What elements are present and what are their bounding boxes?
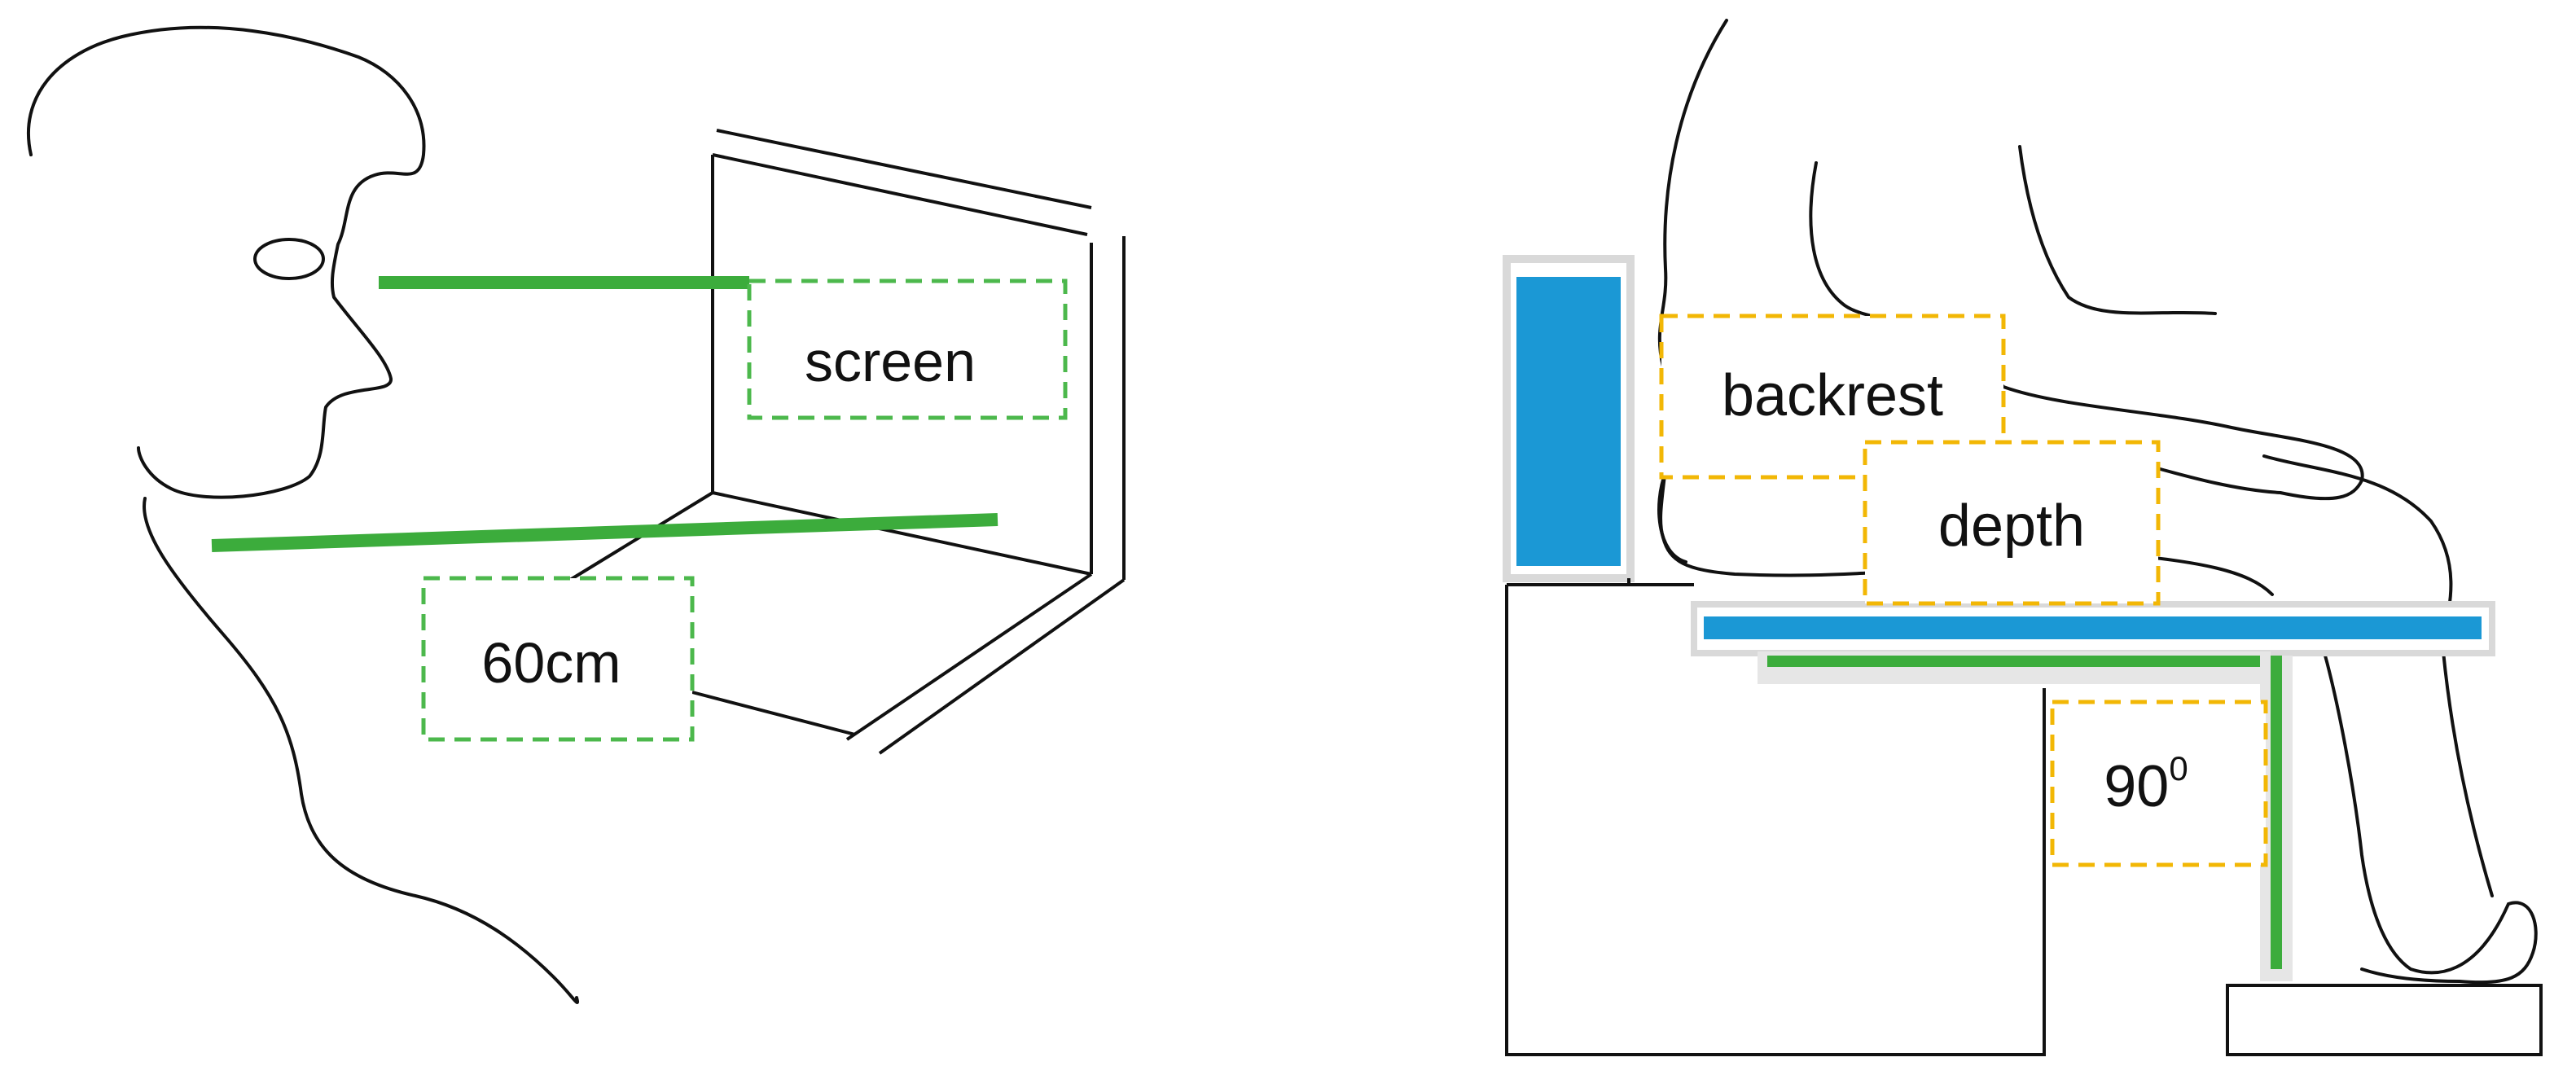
- monitor-top-edge: [712, 129, 1092, 236]
- angle-label: 900: [2104, 749, 2188, 819]
- neck-outline: [143, 497, 579, 1004]
- screen-label-box: [747, 279, 1068, 420]
- back-outline: [1657, 19, 1876, 577]
- arm-outline: [1809, 161, 2364, 501]
- inner-back-curve: [1657, 471, 1687, 564]
- angle-superscript: 0: [2169, 749, 2188, 787]
- distance-line: [211, 513, 998, 552]
- seated-posture-panel: backrest depth 900: [1503, 19, 2543, 1056]
- backrest-label: backrest: [1722, 363, 1943, 428]
- footrest: [2226, 984, 2543, 1056]
- depth-label: depth: [1938, 494, 2085, 559]
- distance-label: 60cm: [481, 631, 621, 695]
- lower-leg-outline: [2324, 650, 2538, 985]
- torso-front: [2018, 145, 2217, 315]
- chair-base: [1505, 578, 2046, 1056]
- distance-label-box: [421, 576, 695, 742]
- screen-label: screen: [805, 330, 976, 393]
- seat-pad: [1704, 616, 2482, 639]
- head-profile: [26, 25, 426, 499]
- angle-value: 90: [2104, 754, 2169, 819]
- depth-label-box: [1863, 440, 2161, 606]
- monitor-side-edge: [1090, 236, 1126, 580]
- angle-label-box: [2050, 700, 2268, 867]
- eye: [253, 238, 325, 280]
- viewing-distance-panel: screen 60cm: [26, 25, 1126, 1004]
- backrest-pad: [1516, 277, 1621, 566]
